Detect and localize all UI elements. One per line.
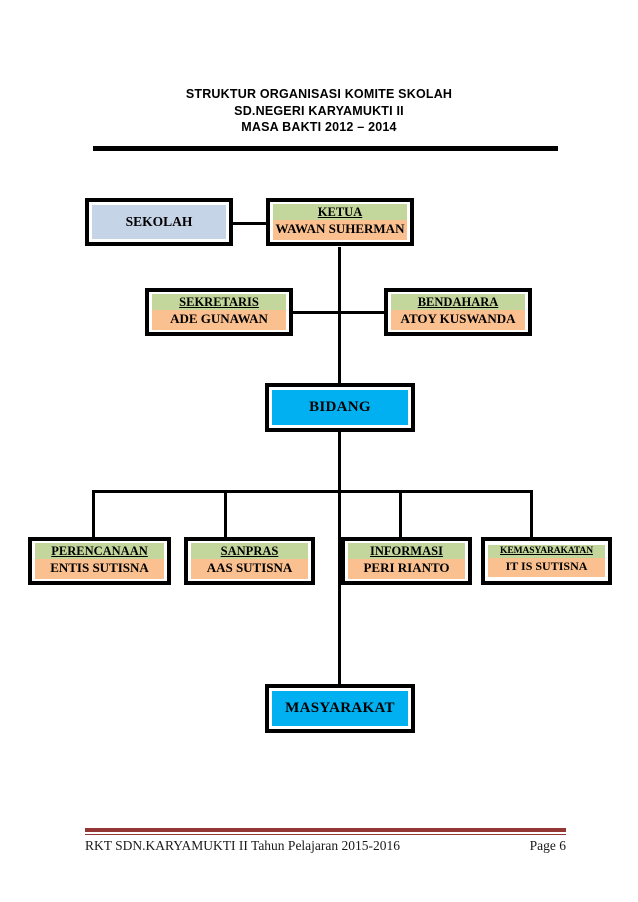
node-ketua-role: KETUA <box>273 204 407 221</box>
node-bendahara-inner: BENDAHARA ATOY KUSWANDA <box>391 294 525 330</box>
footer-left-text: RKT SDN.KARYAMUKTI II Tahun Pelajaran 20… <box>85 838 401 853</box>
connector-ketua-spine <box>338 247 341 383</box>
connector-drop-informasi <box>399 490 402 537</box>
footer-page-number: Page 6 <box>529 838 566 853</box>
node-sekolah-label: SEKOLAH <box>125 214 193 230</box>
node-masyarakat-inner: MASYARAKAT <box>272 691 408 726</box>
node-ketua-name: WAWAN SUHERMAN <box>273 220 407 240</box>
title-line-2: SD.NEGERI KARYAMUKTI II <box>234 103 404 118</box>
connector-drop-sanpras <box>224 490 227 537</box>
node-bidang-fill: BIDANG <box>272 390 408 425</box>
node-sekolah-inner: SEKOLAH <box>92 205 226 239</box>
node-kemasyarakatan-name: IT IS SUTISNA <box>488 558 605 577</box>
title-line-1: STRUKTUR ORGANISASI KOMITE SKOLAH <box>185 87 453 101</box>
node-sekretaris-name: ADE GUNAWAN <box>152 310 286 330</box>
node-bidang[interactable]: BIDANG <box>265 383 415 432</box>
node-ketua-inner: KETUA WAWAN SUHERMAN <box>273 204 407 240</box>
title-line-3: MASA BAKTI 2012 – 2014 <box>241 120 397 134</box>
node-informasi-inner: INFORMASI PERI RIANTO <box>348 543 465 579</box>
footer-rule-thin <box>85 834 566 835</box>
connector-drop-perencanaan <box>92 490 95 537</box>
node-sekretaris-inner: SEKRETARIS ADE GUNAWAN <box>152 294 286 330</box>
node-sekretaris[interactable]: SEKRETARIS ADE GUNAWAN <box>145 288 293 336</box>
node-perencanaan-inner: PERENCANAAN ENTIS SUTISNA <box>35 543 164 579</box>
node-masyarakat[interactable]: MASYARAKAT <box>265 684 415 733</box>
connector-drop-kemasyarakatan <box>530 490 533 537</box>
node-sekretaris-role: SEKRETARIS <box>152 294 286 311</box>
node-sanpras-role: SANPRAS <box>191 543 308 560</box>
title-divider-rule <box>93 146 558 151</box>
node-bendahara-name: ATOY KUSWANDA <box>391 310 525 330</box>
node-kemasyarakatan[interactable]: KEMASYARAKATAN IT IS SUTISNA <box>481 537 612 585</box>
footer: RKT SDN.KARYAMUKTI II Tahun Pelajaran 20… <box>85 838 566 854</box>
node-sanpras[interactable]: SANPRAS AAS SUTISNA <box>184 537 315 585</box>
node-sanpras-name: AAS SUTISNA <box>191 559 308 579</box>
node-perencanaan[interactable]: PERENCANAAN ENTIS SUTISNA <box>28 537 171 585</box>
node-perencanaan-role: PERENCANAAN <box>35 543 164 560</box>
node-kemasyarakatan-role: KEMASYARAKATAN <box>488 545 605 559</box>
page-title: STRUKTUR ORGANISASI KOMITE SKOLAH SD.NEG… <box>0 86 638 136</box>
node-masyarakat-label: MASYARAKAT <box>285 700 395 717</box>
node-bendahara[interactable]: BENDAHARA ATOY KUSWANDA <box>384 288 532 336</box>
node-masyarakat-fill: MASYARAKAT <box>272 691 408 726</box>
connector-bidang-bus <box>92 490 533 493</box>
node-bidang-label: BIDANG <box>309 399 371 416</box>
node-sekolah[interactable]: SEKOLAH <box>85 198 233 246</box>
connector-bidang-drop <box>338 432 341 492</box>
node-ketua[interactable]: KETUA WAWAN SUHERMAN <box>266 198 414 246</box>
node-kemasyarakatan-inner: KEMASYARAKATAN IT IS SUTISNA <box>488 544 605 578</box>
node-sekolah-fill: SEKOLAH <box>92 205 226 239</box>
connector-sekolah-ketua <box>232 222 276 225</box>
connector-spine-sekretaris <box>290 311 340 314</box>
connector-spine-bendahara <box>338 311 388 314</box>
node-bendahara-role: BENDAHARA <box>391 294 525 311</box>
node-informasi[interactable]: INFORMASI PERI RIANTO <box>341 537 472 585</box>
node-informasi-name: PERI RIANTO <box>348 559 465 579</box>
node-sanpras-inner: SANPRAS AAS SUTISNA <box>191 543 308 579</box>
footer-rule-thick <box>85 828 566 832</box>
node-perencanaan-name: ENTIS SUTISNA <box>35 559 164 579</box>
node-bidang-inner: BIDANG <box>272 390 408 425</box>
connector-bidang-masyarakat <box>338 490 341 684</box>
node-informasi-role: INFORMASI <box>348 543 465 560</box>
